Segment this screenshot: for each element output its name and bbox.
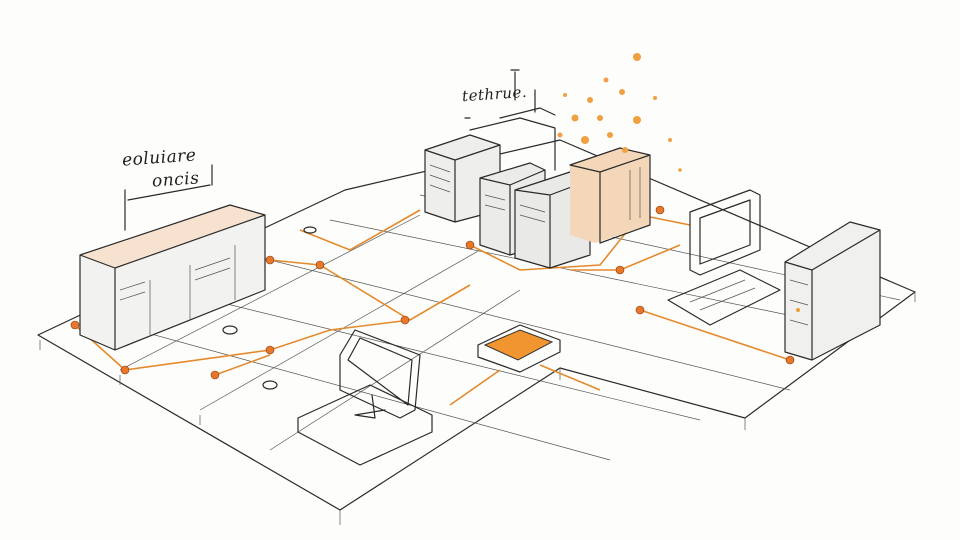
- network-cables: [70, 205, 795, 406]
- cable-node: [70, 320, 80, 330]
- cable-node: [315, 260, 325, 270]
- cable-node: [400, 315, 410, 325]
- cable-node: [265, 345, 275, 355]
- cable-node: [120, 365, 130, 375]
- cable-node: [265, 255, 275, 265]
- server-rack-left: [79, 204, 266, 351]
- workstation-front: [297, 329, 433, 466]
- tower-server-right: [784, 221, 881, 361]
- cable-node: [210, 370, 220, 380]
- cable-node: [785, 355, 795, 365]
- annotation-left-line2: oncis: [151, 168, 201, 192]
- cable-node: [655, 205, 665, 215]
- label-leader-lines: [124, 89, 536, 231]
- server-cluster: [424, 107, 651, 269]
- small-devices: [222, 69, 520, 390]
- data-particles: [557, 53, 682, 172]
- cable-node: [615, 265, 625, 275]
- network-switch-orange: [477, 324, 561, 373]
- workstation-right: [667, 189, 781, 326]
- floor-grid: [37, 139, 916, 525]
- cable-node: [635, 305, 645, 315]
- cable-node: [465, 240, 475, 250]
